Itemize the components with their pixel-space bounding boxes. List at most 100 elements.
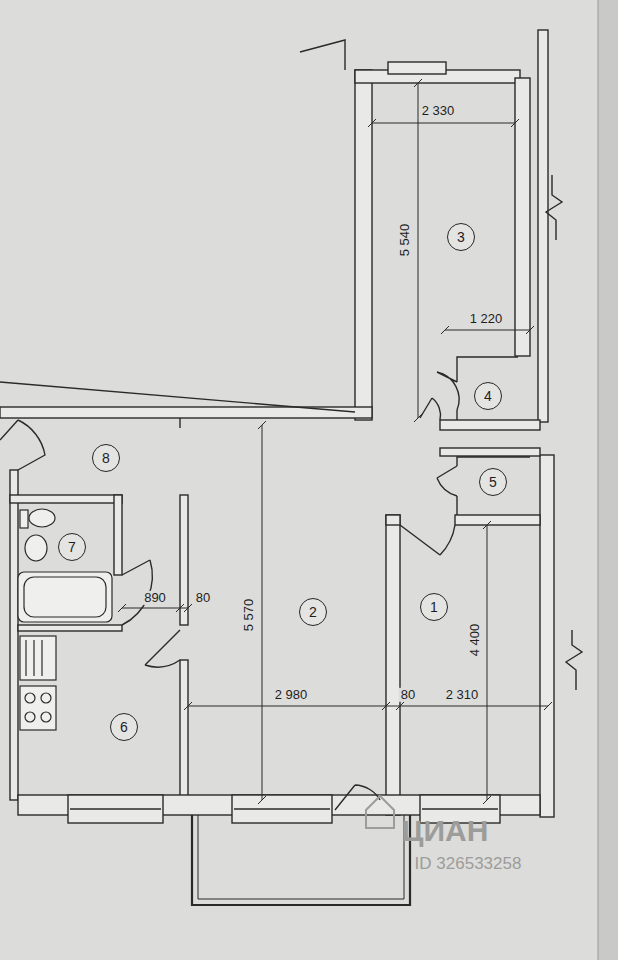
dimension-line (372, 123, 515, 124)
dimension-line (445, 330, 530, 331)
dimension-label: 4 400 (468, 622, 482, 659)
break-mark (546, 175, 562, 240)
burner (25, 712, 35, 722)
exterior-wall (10, 470, 18, 800)
wall (10, 495, 122, 503)
door (335, 785, 380, 810)
dimension-tick (441, 326, 534, 334)
wall (515, 78, 530, 356)
sink-line (33, 640, 34, 676)
window-pane (422, 808, 498, 809)
fixtures (18, 509, 112, 730)
door (437, 372, 459, 410)
closets (0, 357, 530, 810)
wall (114, 495, 122, 575)
dimension-line (262, 425, 263, 800)
room-number: 7 (68, 540, 76, 554)
room-number-circle: 7 (58, 533, 86, 561)
watermark: ЦИАН (400, 814, 491, 847)
wall (386, 515, 400, 815)
window-pane (234, 808, 330, 809)
wall (455, 515, 540, 525)
toilet (29, 509, 55, 527)
break-marks (546, 175, 582, 690)
wall (180, 660, 188, 800)
dimension-label: 890 (142, 591, 168, 605)
room-number-circle: 5 (479, 468, 507, 496)
dimension-label: 5 540 (398, 222, 412, 259)
sink-line (41, 640, 42, 676)
room-number-circle: 4 (474, 382, 502, 410)
room-number: 3 (457, 230, 465, 244)
watermark-logo (366, 796, 394, 828)
page-edge-line (598, 0, 599, 960)
break-mark (566, 630, 582, 690)
dimension-label: 2 330 (420, 104, 457, 118)
window-pane (70, 808, 161, 809)
burner (25, 693, 35, 703)
burner (41, 712, 51, 722)
dimension-label: 2 310 (444, 688, 481, 702)
bathtub-inner (24, 577, 106, 617)
dimension-tick (118, 604, 192, 612)
dimension-tick (184, 702, 552, 710)
room-number: 5 (489, 475, 497, 489)
wall (440, 420, 540, 430)
exterior-wall (538, 30, 548, 422)
windows (68, 62, 500, 823)
stove (20, 686, 56, 730)
dimension-tick (368, 119, 519, 127)
wall (440, 448, 540, 456)
sink-line (25, 640, 26, 676)
room-number: 4 (484, 389, 492, 403)
page-edge (598, 0, 618, 960)
room-number: 1 (430, 600, 438, 614)
room-number-circle: 6 (110, 713, 138, 741)
room-number: 2 (309, 605, 317, 619)
door (437, 466, 457, 496)
wall (18, 625, 122, 631)
door (0, 420, 45, 470)
window (232, 795, 332, 823)
exterior-wall (540, 455, 554, 817)
dimension-line (188, 706, 548, 707)
dimension-tick (258, 421, 266, 804)
dimension-label: 80 (194, 591, 212, 605)
room-number-circle: 1 (420, 593, 448, 621)
kitchen-sink (20, 636, 56, 680)
room-number: 8 (102, 451, 110, 465)
dimension-tick (414, 79, 422, 422)
dimension-label: 5 570 (242, 597, 256, 634)
bathtub (18, 572, 112, 622)
dimension-label: 2 980 (273, 688, 310, 702)
walls (0, 30, 554, 817)
wall (386, 515, 400, 525)
room-number: 6 (120, 720, 128, 734)
dimension-label: 80 (399, 688, 417, 702)
window (68, 795, 163, 823)
dimension-line (122, 608, 188, 609)
room-number-circle: 2 (299, 598, 327, 626)
dimension-line (487, 525, 488, 800)
watermark-house (366, 796, 394, 828)
dimension-tick (483, 521, 491, 804)
dimension-label: 1 220 (468, 312, 505, 326)
watermark: ID 326533258 (413, 855, 524, 874)
closet-wall (457, 457, 530, 515)
door (400, 525, 455, 555)
dimension-line (418, 83, 419, 418)
wall-tick (179, 418, 180, 428)
door (420, 398, 440, 420)
wall (355, 70, 372, 420)
door (145, 630, 180, 667)
room-number-circle: 8 (92, 444, 120, 472)
dimension-lines (118, 79, 552, 804)
closet-wall (457, 357, 518, 420)
window (388, 62, 446, 74)
wall-line (0, 382, 355, 412)
sink (25, 535, 47, 561)
wall-stub (300, 40, 345, 70)
